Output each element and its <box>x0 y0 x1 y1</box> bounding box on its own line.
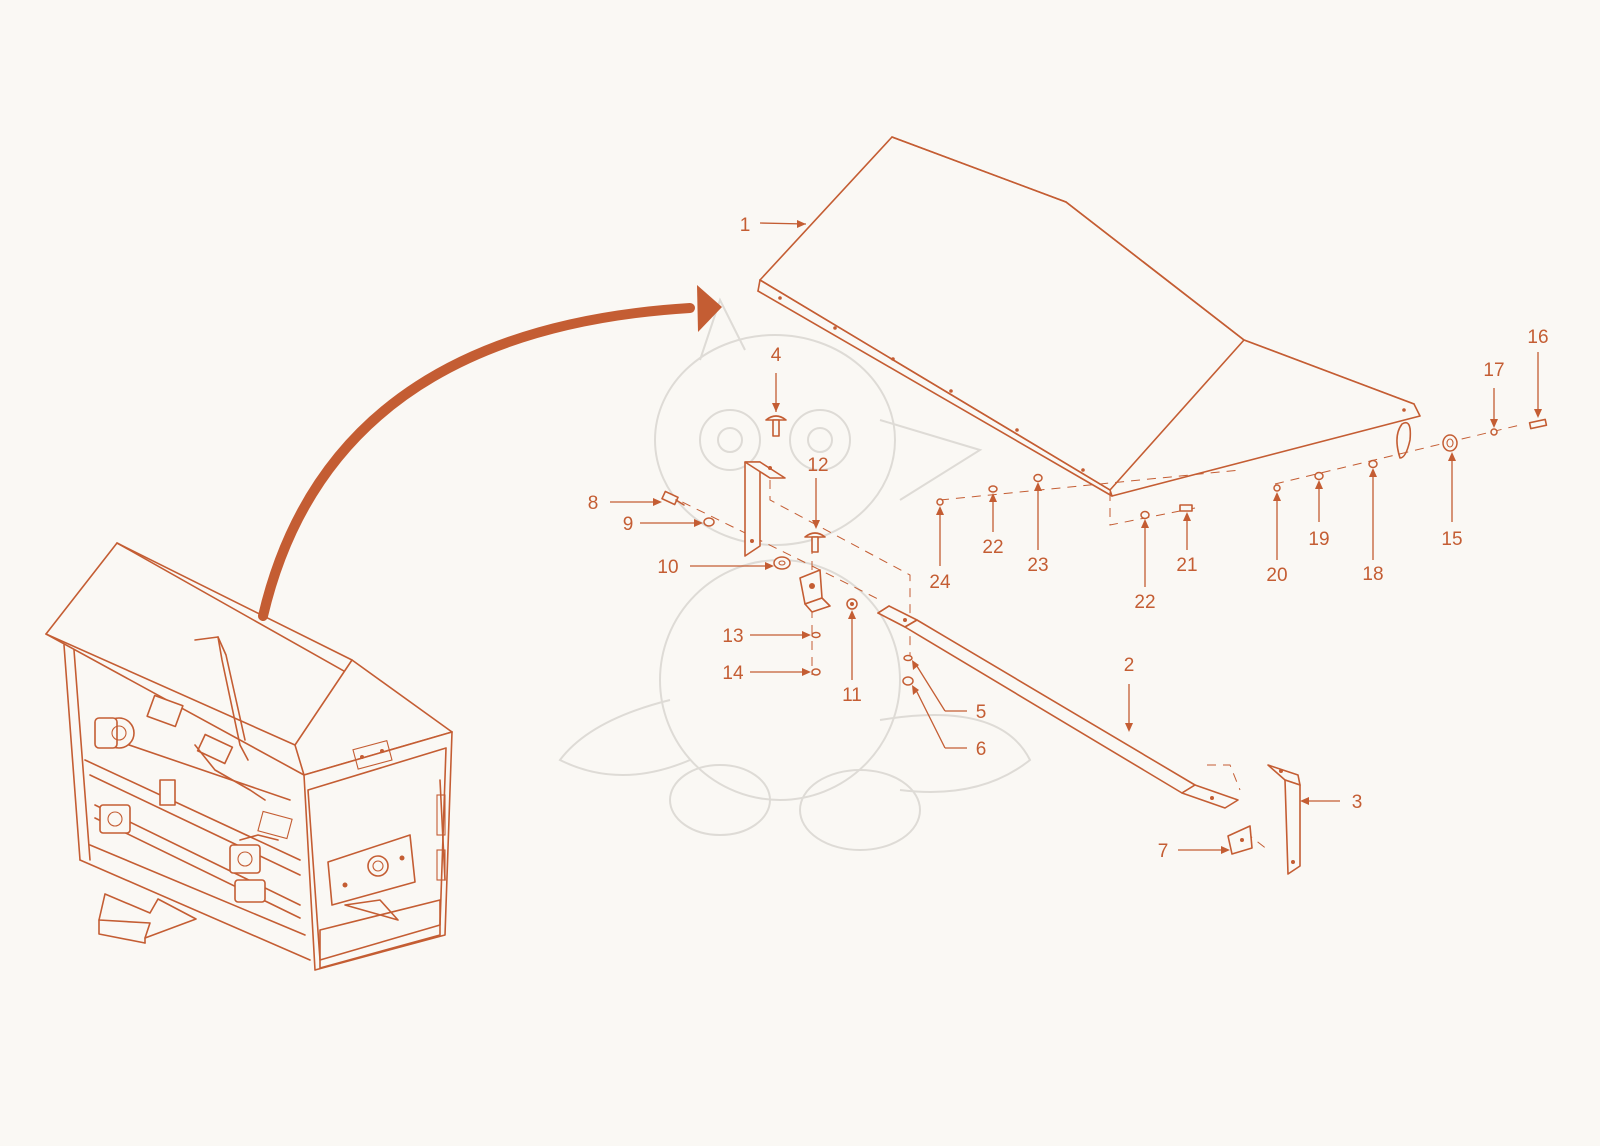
leader-4 <box>772 373 780 412</box>
assembly-center-lines <box>667 424 1521 851</box>
callout-20: 20 <box>1266 565 1287 586</box>
callout-1: 1 <box>740 215 751 236</box>
part-4-bolt <box>765 415 787 437</box>
part-11-nut <box>846 598 858 610</box>
leader-17 <box>1490 388 1498 428</box>
callout-6: 6 <box>976 739 987 760</box>
part-9-washer <box>703 517 715 527</box>
callout-18: 18 <box>1362 564 1383 585</box>
part-3-end-bracket <box>1267 764 1301 875</box>
leader-7 <box>1178 846 1230 854</box>
leader-5 <box>912 660 967 712</box>
leader-12 <box>812 478 820 529</box>
part-21-bolt <box>1179 504 1193 512</box>
part-10-washer <box>773 556 791 570</box>
callout-19: 19 <box>1308 529 1329 550</box>
leader-14 <box>750 668 811 676</box>
leader-13 <box>750 631 811 639</box>
callout-labels: 1 2 3 4 5 6 7 8 9 10 11 12 13 14 15 16 1… <box>588 215 1549 862</box>
leader-1 <box>759 220 807 228</box>
callout-8: 8 <box>588 493 599 514</box>
callout-21: 21 <box>1176 555 1197 576</box>
leader-6 <box>912 685 967 749</box>
leader-2 <box>1125 684 1133 732</box>
part-20-nut <box>1273 484 1281 492</box>
callout-23: 23 <box>1027 555 1048 576</box>
part-23-washer <box>1033 473 1043 483</box>
callout-4: 4 <box>771 345 782 366</box>
part-16-bolt <box>1528 418 1548 430</box>
callout-24: 24 <box>929 572 951 593</box>
hitch-pin-loop <box>1396 421 1412 459</box>
leader-21 <box>1183 512 1191 550</box>
part-18-washer <box>1368 459 1378 469</box>
hood-rivet-row <box>778 296 1406 472</box>
assembled-spreader <box>45 542 453 971</box>
callout-14: 14 <box>722 663 744 684</box>
callout-16: 16 <box>1527 327 1548 348</box>
callout-11: 11 <box>842 685 862 706</box>
leader-20 <box>1273 492 1281 560</box>
leader-22a <box>989 493 997 532</box>
leader-11 <box>848 610 856 680</box>
part-14-nut <box>811 668 821 676</box>
callout-22-lower: 22 <box>1134 592 1155 613</box>
part-22-washer-lower <box>1140 510 1150 520</box>
part-13-washer <box>811 631 821 639</box>
leader-23 <box>1034 482 1042 550</box>
part-24-nut <box>936 498 944 506</box>
part-19-washer <box>1314 471 1324 481</box>
callout-10: 10 <box>657 557 678 578</box>
part-17-washer <box>1490 428 1498 436</box>
part-8-bolt <box>661 490 685 506</box>
callout-3: 3 <box>1352 792 1363 813</box>
leader-24 <box>936 506 944 566</box>
callout-2: 2 <box>1124 655 1135 676</box>
left-mounting-bracket <box>744 461 786 557</box>
part-22-washer-upper <box>988 485 998 493</box>
callout-leaders <box>610 220 1542 854</box>
leader-9 <box>640 519 703 527</box>
leader-15 <box>1448 452 1456 522</box>
leader-16 <box>1534 352 1542 418</box>
leader-10 <box>690 562 774 570</box>
angle-clip <box>799 569 831 613</box>
dragon-mascot-watermark <box>558 297 1032 851</box>
callout-13: 13 <box>722 626 743 647</box>
leader-3 <box>1300 797 1340 805</box>
callout-15: 15 <box>1441 529 1462 550</box>
callout-7: 7 <box>1158 841 1169 862</box>
part-6-nut <box>902 676 914 686</box>
callout-12: 12 <box>807 455 828 476</box>
part-1-hood-cover <box>757 136 1421 497</box>
leader-8 <box>610 498 662 506</box>
leader-22b <box>1141 519 1149 587</box>
part-5-washer <box>903 654 913 662</box>
leader-18 <box>1369 468 1377 560</box>
part-15-bushing <box>1442 434 1458 452</box>
leader-19 <box>1315 480 1323 522</box>
callout-5: 5 <box>976 702 987 723</box>
callout-22-upper: 22 <box>982 537 1003 558</box>
part-2-support-bar <box>877 605 1239 809</box>
curved-arrow-icon <box>258 285 722 621</box>
part-12-bolt <box>804 532 826 553</box>
callout-9: 9 <box>623 514 634 535</box>
part-7-clip <box>1227 825 1253 855</box>
direction-arrow-icon <box>98 893 197 944</box>
callout-17: 17 <box>1483 360 1504 381</box>
